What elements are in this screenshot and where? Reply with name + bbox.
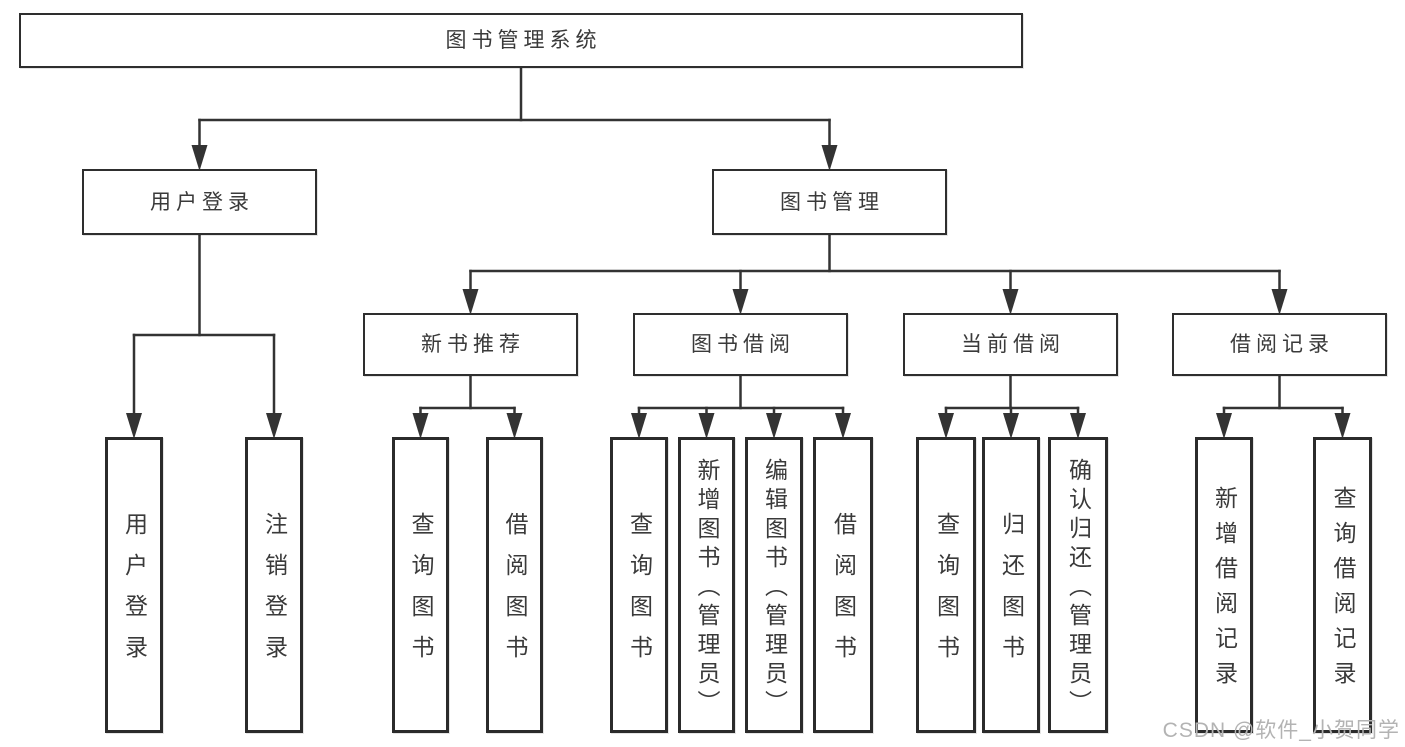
node-cb-return-books: 归还图书 [982, 437, 1040, 733]
node-current-borrow: 当前借阅 [903, 313, 1118, 376]
node-label-user-login: 用户登录 [150, 190, 254, 214]
arrowhead-user-login [191, 145, 208, 171]
node-root: 图书管理系统 [19, 13, 1023, 68]
node-bb-edit-books: 编辑图书（管理员） [745, 437, 803, 733]
node-cb-query-books: 查询图书 [916, 437, 976, 733]
node-label-nb-borrow-books: 借阅图书 [502, 512, 528, 676]
node-label-leaf-logout-login: 注销登录 [261, 512, 288, 676]
node-leaf-user-login: 用户登录 [105, 437, 163, 733]
node-bb-query-books: 查询图书 [610, 437, 668, 733]
watermark: CSDN @软件_小贺同学 [1162, 719, 1400, 742]
node-label-new-book-recommend: 新书推荐 [421, 333, 525, 356]
node-label-cb-query-books: 查询图书 [933, 512, 960, 676]
node-label-cb-confirm-return: 确认归还（管理员） [1065, 457, 1092, 719]
node-nb-query-books: 查询图书 [392, 437, 449, 733]
arrowhead-leaf-user-login [126, 413, 142, 439]
arrowhead-book-borrow [732, 289, 749, 315]
node-label-nb-query-books: 查询图书 [408, 512, 434, 676]
arrowhead-nb-query-books [412, 413, 429, 439]
node-book-management: 图书管理 [712, 169, 947, 235]
arrowhead-book-management [821, 145, 838, 171]
node-label-book-management: 图书管理 [780, 190, 884, 214]
arrowhead-cb-confirm-return [1070, 413, 1086, 439]
arrowhead-cb-return-books [1003, 413, 1019, 439]
node-bb-borrow-books: 借阅图书 [813, 437, 873, 733]
arrowhead-bb-query-books [631, 413, 647, 439]
node-label-root: 图书管理系统 [445, 29, 602, 52]
node-user-login: 用户登录 [82, 169, 317, 235]
node-label-bb-add-books: 新增图书（管理员） [694, 457, 720, 719]
arrowhead-borrow-records [1271, 289, 1288, 315]
arrowhead-br-add-record [1216, 413, 1232, 439]
node-label-br-query-record: 查询借阅记录 [1330, 486, 1356, 696]
node-label-current-borrow: 当前借阅 [961, 333, 1065, 356]
arrowhead-bb-add-books [698, 413, 715, 439]
arrowhead-cb-query-books [938, 413, 954, 439]
node-label-leaf-user-login: 用户登录 [121, 512, 148, 676]
arrowhead-new-book-recommend [462, 289, 479, 315]
arrowhead-br-query-record [1334, 413, 1351, 439]
node-bb-add-books: 新增图书（管理员） [678, 437, 735, 733]
arrowhead-bb-edit-books [766, 413, 782, 439]
node-label-bb-borrow-books: 借阅图书 [830, 512, 857, 676]
node-book-borrow: 图书借阅 [633, 313, 848, 376]
node-label-book-borrow: 图书借阅 [691, 333, 795, 356]
node-label-borrow-records: 借阅记录 [1230, 333, 1334, 356]
node-new-book-recommend: 新书推荐 [363, 313, 578, 376]
node-label-bb-query-books: 查询图书 [626, 512, 653, 676]
node-borrow-records: 借阅记录 [1172, 313, 1387, 376]
arrowhead-bb-borrow-books [835, 413, 851, 439]
node-leaf-logout-login: 注销登录 [245, 437, 303, 733]
node-br-add-record: 新增借阅记录 [1195, 437, 1253, 733]
node-label-bb-edit-books: 编辑图书（管理员） [761, 457, 788, 719]
node-label-cb-return-books: 归还图书 [998, 512, 1025, 676]
node-br-query-record: 查询借阅记录 [1313, 437, 1372, 733]
arrowhead-current-borrow [1002, 289, 1019, 315]
node-cb-confirm-return: 确认归还（管理员） [1048, 437, 1108, 733]
node-nb-borrow-books: 借阅图书 [486, 437, 543, 733]
node-label-br-add-record: 新增借阅记录 [1211, 486, 1238, 696]
arrowhead-leaf-logout-login [266, 413, 282, 439]
arrowhead-nb-borrow-books [506, 413, 523, 439]
